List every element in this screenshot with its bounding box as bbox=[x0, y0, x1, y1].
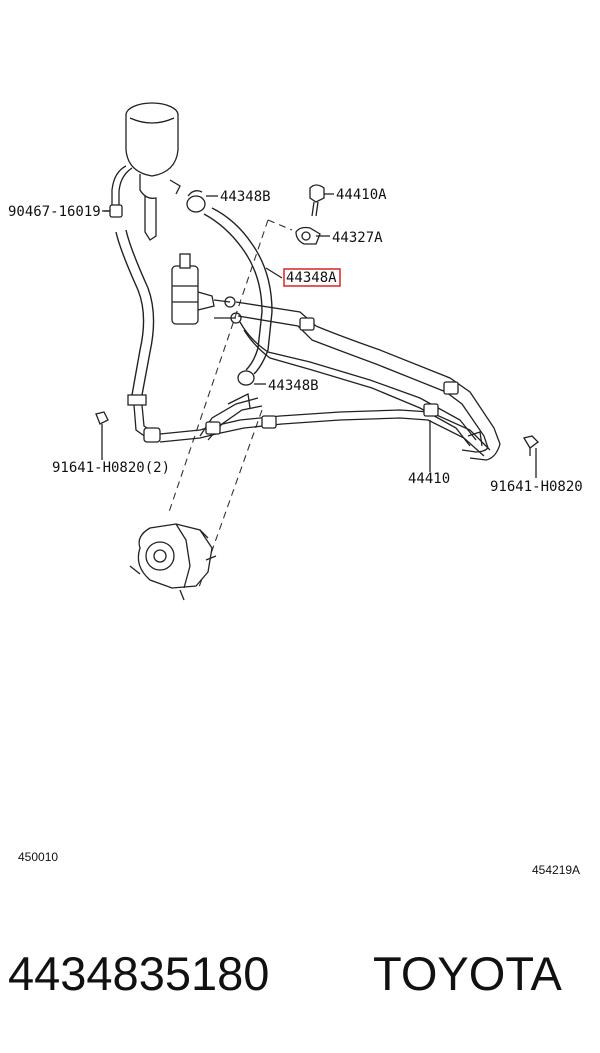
figure-code-left: 450010 bbox=[18, 850, 58, 864]
callout-44410: 44410 bbox=[408, 471, 450, 487]
bolt-left bbox=[95, 411, 109, 460]
callout-91641-h0820: 91641-H0820 bbox=[490, 479, 583, 495]
callout-44410a: 44410A bbox=[336, 187, 387, 203]
brand-name: TOYOTA bbox=[373, 947, 563, 1000]
callout-labels: 90467-16019 44348B 44410A 44327A 44348A … bbox=[8, 187, 583, 495]
union-bolt bbox=[309, 184, 325, 217]
suction-hose bbox=[115, 229, 161, 443]
figure-code-right: 454219A bbox=[532, 863, 580, 877]
bolt-right bbox=[522, 435, 539, 478]
highlight-box bbox=[283, 268, 341, 287]
callout-91641-h0820-2: 91641-H0820(2) bbox=[52, 460, 170, 476]
vane-pump bbox=[129, 523, 217, 601]
callout-44348b-mid: 44348B bbox=[268, 378, 319, 394]
callout-44348a[interactable]: 44348A bbox=[286, 270, 337, 286]
hose-clamp-mid bbox=[237, 370, 255, 386]
callout-44348b-top: 44348B bbox=[220, 189, 271, 205]
return-hose bbox=[203, 207, 273, 375]
steering-gear-box bbox=[171, 253, 242, 325]
hose-clamp-top bbox=[186, 190, 206, 213]
callout-90467-16019: 90467-16019 bbox=[8, 204, 101, 220]
gasket bbox=[295, 226, 321, 245]
part-number: 4434835180 bbox=[8, 947, 269, 1000]
reservoir-tank bbox=[111, 102, 181, 241]
callout-44327a: 44327A bbox=[332, 230, 383, 246]
leader-lines bbox=[102, 193, 431, 472]
pressure-tube-assembly bbox=[159, 301, 501, 461]
